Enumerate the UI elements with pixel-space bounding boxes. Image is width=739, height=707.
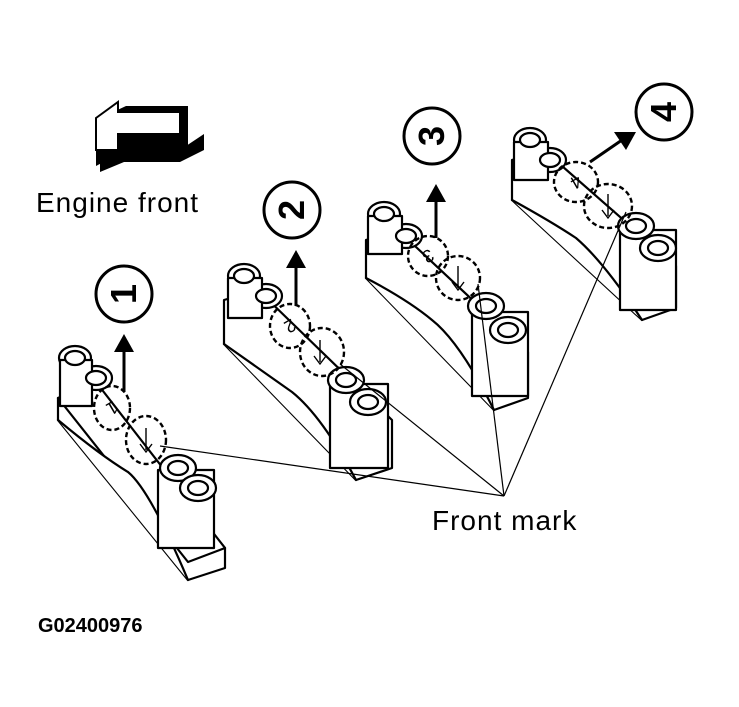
cap-number-3: 3	[411, 126, 452, 146]
block-arrow-left-icon	[95, 100, 204, 172]
bearing-cap-1: 1 1	[56, 264, 227, 582]
cap-number-2: 2	[271, 200, 312, 220]
engine-front-label: Engine front	[36, 187, 199, 218]
bearing-cap-3: 3 3	[364, 106, 530, 412]
front-mark-label: Front mark	[432, 505, 577, 536]
bearing-cap-2: 2 2	[222, 180, 394, 482]
figure-id: G02400976	[38, 615, 143, 637]
bearing-cap-4: 4 4	[510, 82, 694, 322]
cap-number-4: 4	[643, 102, 684, 122]
cap-number-1: 1	[103, 284, 144, 304]
front-mark-leaders	[159, 211, 627, 497]
